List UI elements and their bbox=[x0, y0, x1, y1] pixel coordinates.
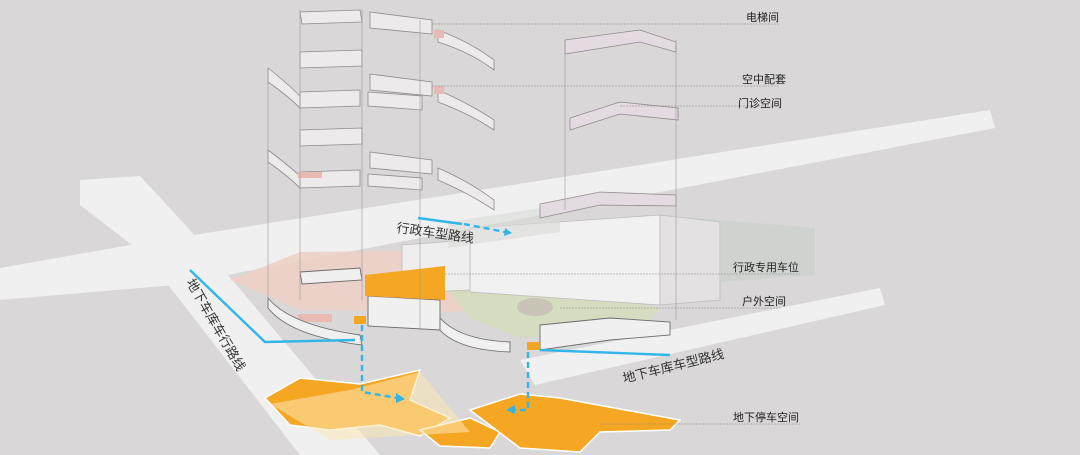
floating-floors bbox=[267, 9, 495, 211]
floor-accents bbox=[298, 30, 444, 322]
admin-route-dash bbox=[463, 222, 506, 234]
label-admin-parking: 行政专用车位 bbox=[733, 260, 799, 274]
route-lines bbox=[189, 216, 671, 414]
admin-parking-mark-2 bbox=[527, 342, 539, 350]
outdoor-circle bbox=[517, 298, 553, 316]
garage-right-arrow bbox=[506, 405, 515, 414]
building-block-a bbox=[367, 295, 441, 331]
accent-3 bbox=[298, 172, 322, 178]
label-clinic: 门诊空间 bbox=[738, 96, 782, 110]
road-lower-diagonal bbox=[0, 245, 175, 300]
main-buildings bbox=[401, 205, 815, 306]
garage-right-line bbox=[539, 348, 671, 357]
building-green-side bbox=[660, 215, 815, 282]
parking-light-overlay bbox=[270, 372, 470, 440]
label-underground-parking: 地下停车空间 bbox=[733, 410, 799, 424]
label-sky-facility: 空中配套 bbox=[742, 72, 786, 86]
floor-l3-a bbox=[299, 89, 361, 109]
floor-l1-curve bbox=[437, 29, 495, 71]
clinic-mid bbox=[569, 101, 679, 131]
garage-left-dash bbox=[360, 325, 399, 400]
admin-parking-mark bbox=[354, 316, 366, 324]
admin-parking-area bbox=[365, 266, 445, 300]
floor-l2-left bbox=[299, 49, 363, 69]
floor-l3-mid bbox=[369, 73, 433, 97]
admin-route-arrow bbox=[504, 228, 512, 236]
garage-left-arrow bbox=[396, 393, 405, 403]
floor-l5-curve-left bbox=[267, 149, 301, 189]
floor-l1-mid bbox=[369, 11, 433, 35]
garage-left-line bbox=[189, 269, 356, 344]
floor-l5-mid bbox=[369, 151, 433, 175]
floor-l5-curve bbox=[437, 167, 495, 211]
leader-lines bbox=[432, 23, 800, 425]
floor-l5-b bbox=[367, 173, 423, 191]
clinic-top bbox=[564, 29, 677, 55]
building-tall-right-side bbox=[659, 214, 721, 306]
label-outdoor: 户外空间 bbox=[742, 294, 786, 308]
building-back-block bbox=[448, 205, 560, 248]
floor-l3-curve-left bbox=[267, 67, 301, 109]
accent-1 bbox=[434, 30, 444, 38]
label-elevator: 电梯间 bbox=[746, 11, 779, 24]
accent-2 bbox=[434, 86, 444, 94]
building-curve-right bbox=[439, 316, 511, 353]
guide-lines bbox=[267, 10, 677, 330]
admin-parking bbox=[354, 266, 539, 350]
floor-l4-left bbox=[299, 127, 363, 147]
road-right-diagonal bbox=[520, 288, 885, 385]
floor-l3-b bbox=[367, 91, 423, 111]
accent-4 bbox=[298, 314, 332, 322]
floor-l1-left bbox=[299, 9, 363, 25]
floor-l3-curve bbox=[437, 89, 495, 131]
admin-route-line bbox=[417, 216, 463, 226]
parking-right bbox=[468, 393, 682, 453]
road-main-diagonal bbox=[130, 110, 995, 285]
ground-buildings bbox=[267, 267, 671, 353]
